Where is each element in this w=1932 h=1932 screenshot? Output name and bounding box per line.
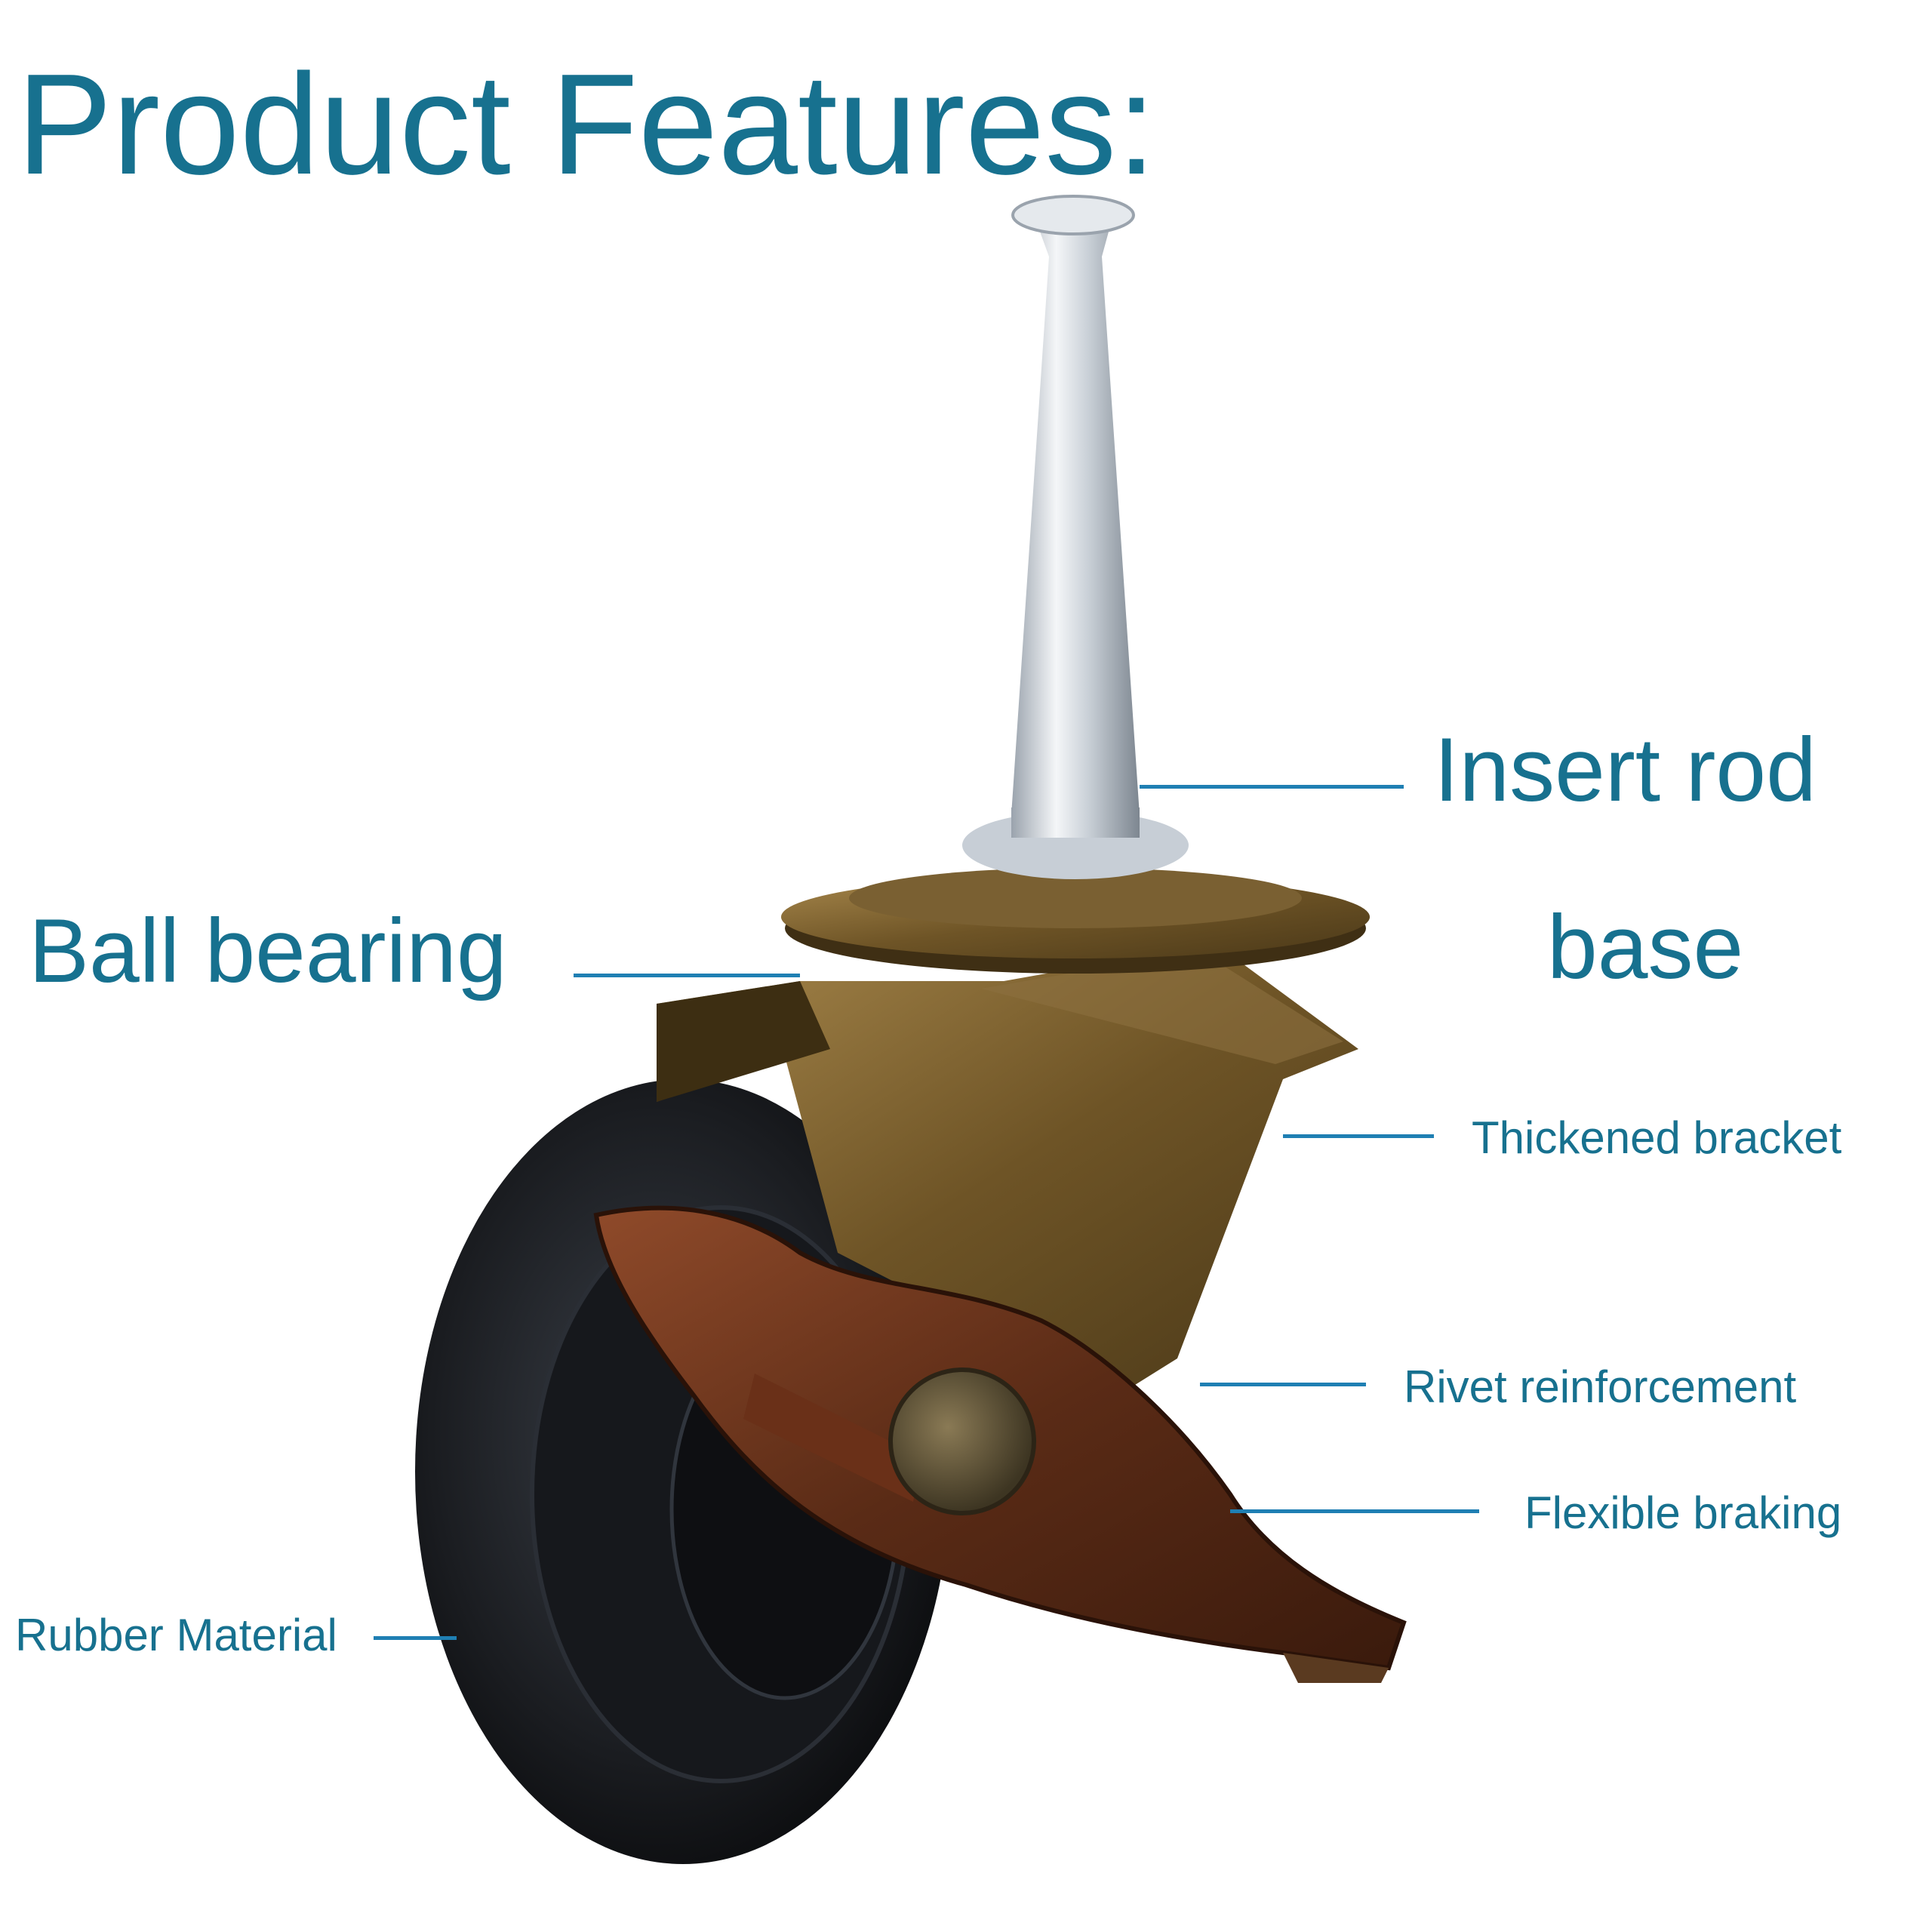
label-rubber-material: Rubber Material <box>15 1610 337 1660</box>
ball-bearing <box>781 811 1370 974</box>
leader-line-rubber-material <box>374 1636 457 1640</box>
label-insert-rod-line2: base <box>1547 897 1744 998</box>
leader-line-rivet-reinforcement <box>1200 1383 1366 1386</box>
leader-line-flexible-braking <box>1230 1509 1479 1513</box>
insert-rod <box>1011 195 1140 838</box>
label-insert-rod-line1: Insert rod <box>1434 719 1817 820</box>
label-thickened-bracket: Thickened bracket <box>1472 1112 1842 1163</box>
label-flexible-braking: Flexible braking <box>1524 1487 1842 1538</box>
page-title: Product Features: <box>17 45 1157 205</box>
leader-line-insert-rod <box>1140 785 1404 789</box>
thickened-bracket <box>657 943 1358 1396</box>
label-rivet-reinforcement: Rivet reinforcement <box>1404 1361 1797 1412</box>
leader-line-ball-bearing <box>574 974 800 977</box>
leader-line-thickened-bracket <box>1283 1134 1434 1138</box>
rivet <box>743 1367 1036 1515</box>
label-ball-bearing: Ball bearing <box>29 900 507 1001</box>
